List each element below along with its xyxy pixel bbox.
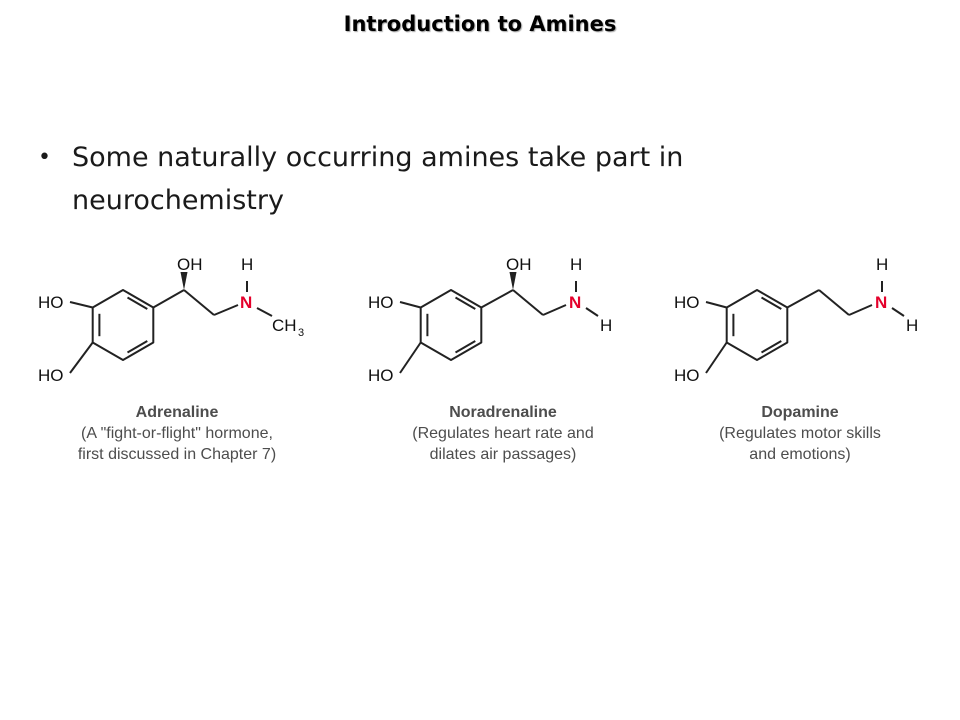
dopamine-name: Dopamine (761, 404, 838, 421)
noradrenaline-caption-line1: (Regulates heart rate and (412, 425, 593, 442)
atom-ch-subscript: 3 (298, 327, 304, 339)
atom-ch: CH (272, 316, 297, 335)
adrenaline-caption-line2: first discussed in Chapter 7) (78, 446, 276, 463)
dopamine-caption-line1: (Regulates motor skills (719, 425, 881, 442)
atom-oh: OH (177, 255, 203, 274)
atom-h: H (241, 255, 253, 274)
dopamine-structure: HO HO H N H Dopamine (Regulates motor sk… (674, 255, 918, 463)
atom-h-right: H (600, 316, 612, 335)
noradrenaline-name: Noradrenaline (449, 404, 557, 421)
molecule-structures: HO HO OH H N CH 3 Adrenaline (A "fight-o… (38, 255, 918, 463)
adrenaline-name: Adrenaline (136, 404, 219, 421)
dopamine-caption-line2: and emotions) (749, 446, 850, 463)
atom-h-top: H (570, 255, 582, 274)
atom-n: N (875, 293, 887, 312)
atom-h-top: H (876, 255, 888, 274)
atom-ho-bottom: HO (38, 366, 64, 385)
atom-ho-top: HO (368, 293, 394, 312)
atom-ho-top: HO (674, 293, 700, 312)
atom-oh: OH (506, 255, 532, 274)
adrenaline-structure: HO HO OH H N CH 3 Adrenaline (A "fight-o… (38, 255, 304, 463)
atom-n: N (240, 293, 252, 312)
noradrenaline-structure: HO HO OH H N H Noradrenaline (Regulates … (368, 255, 612, 463)
bullet-dot: • (38, 145, 51, 170)
atom-ho-top: HO (38, 293, 64, 312)
slide-title: Introduction to Amines (343, 12, 617, 36)
noradrenaline-caption-line2: dilates air passages) (430, 446, 577, 463)
atom-n: N (569, 293, 581, 312)
atom-h-right: H (906, 316, 918, 335)
bullet-text: Some naturally occurring amines take par… (72, 142, 684, 216)
molecule-figure: HO HO OH H N CH 3 Adrenaline (A "fight-o… (0, 240, 960, 485)
adrenaline-caption-line1: (A "fight-or-flight" hormone, (81, 425, 273, 442)
atom-ho-bottom: HO (674, 366, 700, 385)
atom-ho-bottom: HO (368, 366, 394, 385)
